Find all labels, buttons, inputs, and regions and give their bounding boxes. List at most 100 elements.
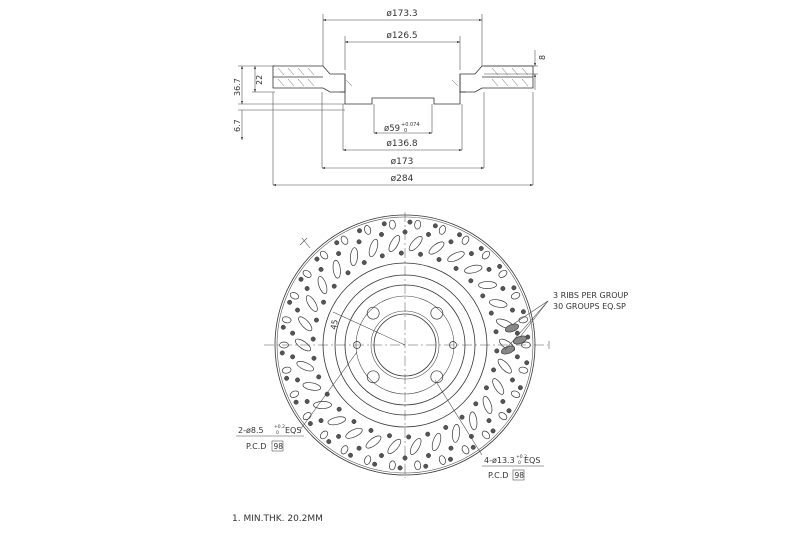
vent-slot — [298, 316, 313, 332]
drill-hole — [316, 374, 322, 380]
drill-hole — [448, 456, 453, 462]
drill-hole — [290, 330, 296, 336]
drill-hole — [345, 270, 351, 276]
drill-hole — [423, 463, 429, 469]
inner-ring — [322, 262, 488, 428]
ribs-note-line1: 3 RIBS PER GROUP — [553, 291, 628, 300]
drill-hole — [484, 385, 489, 391]
drill-hole — [357, 228, 362, 234]
vent-slot — [296, 361, 314, 372]
drill-hole — [436, 257, 442, 262]
drill-hole — [310, 336, 316, 342]
drill-hole — [379, 232, 384, 237]
drill-hole — [287, 299, 293, 305]
rim-lobe — [521, 341, 531, 349]
drill-hole — [520, 309, 526, 315]
wheel-bolt-hole — [366, 370, 380, 384]
hole-note-right-tol2: 0 — [518, 460, 521, 466]
vent-slot — [478, 281, 497, 289]
drill-hole — [336, 433, 342, 439]
min-thickness-note: 1. MIN.THK. 20.2MM — [232, 514, 323, 524]
dim-1368: ø136.8 — [386, 139, 418, 149]
drill-hole — [324, 391, 330, 397]
drill-hole — [304, 399, 310, 404]
drill-hole — [486, 418, 492, 424]
vent-slot — [327, 416, 346, 426]
rim-lobe — [414, 460, 422, 471]
drill-hole — [448, 445, 454, 451]
dim-offset: 6.7 — [233, 119, 242, 132]
vent-slot — [469, 411, 478, 431]
rim-lobe — [279, 341, 289, 349]
rim-lobe — [302, 412, 312, 421]
vent-slot — [349, 247, 359, 266]
hole-note-left-suffix: EQS — [285, 426, 301, 435]
drill-hole — [490, 428, 496, 434]
drill-hole — [468, 278, 474, 284]
rim-lobe — [281, 366, 292, 374]
drill-hole — [331, 283, 337, 289]
rim-lobe — [289, 292, 300, 300]
rim-lobe — [510, 390, 521, 398]
vent-slot — [447, 251, 465, 263]
vent-slot — [497, 358, 512, 374]
drill-hole — [334, 240, 340, 246]
drill-hole — [493, 329, 499, 335]
center-bore — [373, 313, 437, 377]
rim-lobe — [498, 412, 508, 421]
rim-lobe — [340, 235, 349, 245]
hat-face — [344, 284, 466, 406]
drill-hole — [486, 266, 492, 272]
drill-hole — [418, 251, 423, 257]
rim-lobe — [510, 292, 521, 300]
hole-note-right-tol: +0.2 — [516, 454, 527, 460]
drill-hole — [425, 431, 431, 437]
drill-hole — [511, 285, 517, 291]
drill-hole — [348, 452, 353, 458]
wheel-bolt-hole — [430, 370, 444, 384]
drill-hole — [279, 350, 285, 356]
drill-hole — [379, 453, 384, 458]
pcd-left-label: P.C.D — [246, 442, 266, 451]
drill-hole — [307, 421, 313, 427]
rib-detail — [513, 335, 527, 345]
dim-center-bore-tol-lower: 0 — [404, 128, 407, 134]
drill-hole — [351, 419, 357, 424]
vent-slot — [451, 424, 461, 443]
drill-hole — [304, 286, 310, 291]
drill-hole — [407, 219, 413, 225]
hole-note-right-suffix: EQS — [524, 456, 540, 465]
vent-slot — [313, 401, 332, 409]
vent-slot — [294, 338, 312, 352]
vent-slot — [409, 438, 422, 455]
vent-slot — [464, 264, 483, 274]
locating-hole — [353, 341, 361, 349]
drill-hole — [290, 354, 296, 360]
drill-hole — [480, 293, 486, 299]
drill-hole — [318, 266, 324, 272]
dim-thickness-right: 8 — [538, 55, 547, 60]
wheel-bolt-hole — [430, 306, 444, 320]
hole-note-left-tol2: 0 — [276, 430, 279, 436]
drill-hole — [402, 229, 408, 235]
drill-hole — [500, 399, 506, 404]
drill-hole — [494, 348, 500, 354]
drill-hole — [497, 263, 503, 269]
drill-hole — [491, 367, 497, 373]
drill-hole — [470, 444, 476, 450]
rim-lobe — [461, 445, 470, 455]
rib-detail — [505, 323, 519, 333]
drill-hole — [514, 354, 520, 360]
vent-slot — [345, 427, 363, 439]
rim-lobe — [518, 366, 529, 374]
drill-hole — [426, 453, 431, 458]
vent-slot — [388, 235, 401, 252]
pcd-right-label: P.C.D — [488, 471, 508, 480]
drill-hole — [314, 256, 320, 262]
drill-hole — [398, 250, 404, 256]
drill-hole — [406, 434, 412, 440]
drill-hole — [432, 223, 438, 229]
dim-inner-hat: ø126.5 — [386, 31, 417, 41]
dim-284: ø284 — [391, 174, 414, 184]
pcd-right-value: 98 — [515, 471, 525, 480]
